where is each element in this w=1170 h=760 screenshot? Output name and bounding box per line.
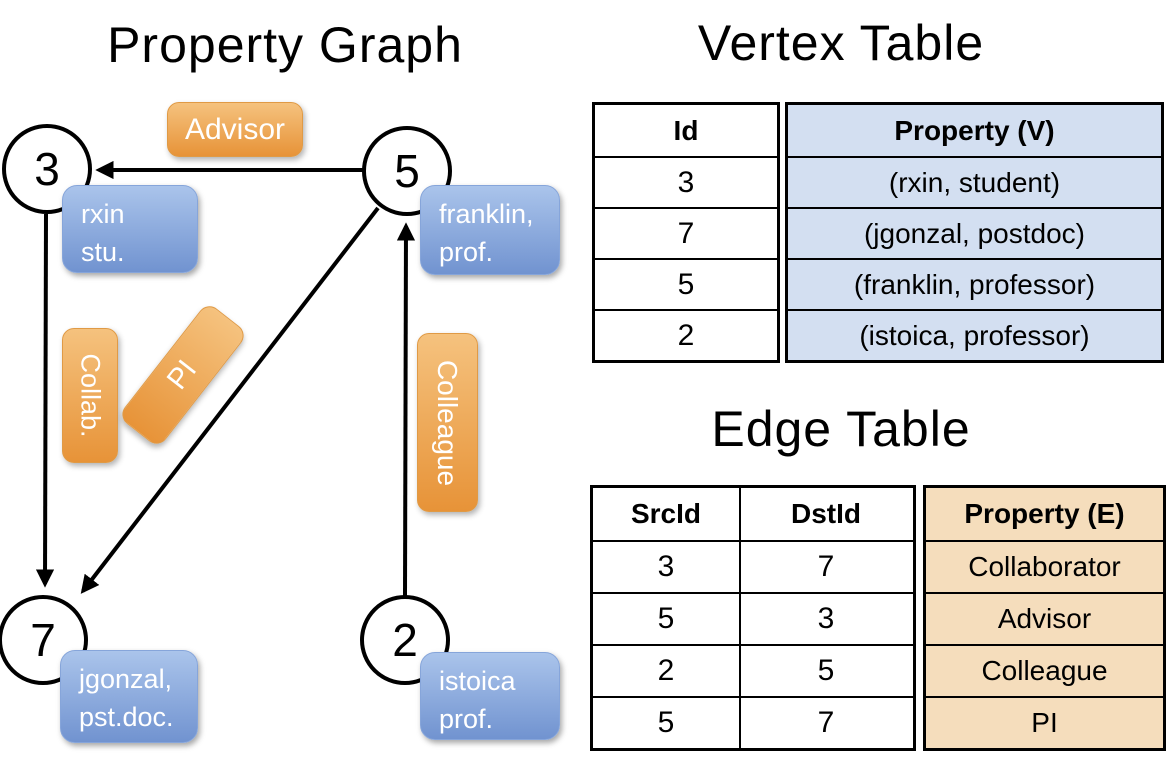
edge-table-cell-dstid: 7 <box>817 550 835 583</box>
edge-table-header-row: SrcId DstId <box>593 488 913 540</box>
edge-table-cell-dstid: 3 <box>817 602 835 635</box>
vertex-property-box-rxin: rxin stu. <box>62 185 198 273</box>
vertex-property-box-franklin: franklin, prof. <box>420 185 560 275</box>
edge-label-colleague-text: Colleague <box>432 359 464 486</box>
edge-table-header-dstid: DstId <box>791 498 861 529</box>
vertex-property-box-istoica-line1: istoica <box>439 666 516 696</box>
edge-table-header-property: Property (E) <box>926 488 1163 540</box>
vertex-table-cell-property: (jgonzal, postdoc) <box>788 207 1161 258</box>
edge-table-row: 2 5 <box>593 644 913 696</box>
vertex-node-5-id: 5 <box>394 145 420 197</box>
property-graph-title: Property Graph <box>107 17 463 73</box>
edge-table-cell-property: Collaborator <box>926 540 1163 592</box>
edge-label-advisor-text: Advisor <box>184 112 286 146</box>
edge-table-cell-srcid: 5 <box>593 698 741 748</box>
edge-table-property-column: Property (E) Collaborator Advisor Collea… <box>923 485 1166 751</box>
vertex-property-box-istoica-line2: prof. <box>439 704 494 735</box>
edge-label-colleague: Colleague <box>417 333 478 512</box>
edge-colleague-2-to-5 <box>396 222 416 597</box>
vertex-property-box-jgonzal-line1: jgonzal, <box>79 664 173 694</box>
vertex-table-cell-id: 5 <box>595 258 777 309</box>
edge-table-cell-srcid: 2 <box>593 646 741 696</box>
vertex-table-cell-id: 7 <box>595 207 777 258</box>
vertex-table-cell-property: (rxin, student) <box>788 156 1161 207</box>
vertex-node-2-id: 2 <box>392 614 418 666</box>
vertex-table-title: Vertex Table <box>697 15 985 71</box>
edge-table-cell-property: Colleague <box>926 644 1163 696</box>
edge-table-cell-property: PI <box>926 696 1163 748</box>
vertex-table-id-column: Id 3 7 5 2 <box>592 102 780 363</box>
edge-table-cell-srcid: 5 <box>593 594 741 644</box>
edge-table-cell-dstid: 5 <box>817 654 835 687</box>
edge-table-row: 5 3 <box>593 592 913 644</box>
vertex-node-5: 5 <box>362 126 452 216</box>
edge-table-title: Edge Table <box>711 401 971 457</box>
edge-label-advisor: Advisor <box>167 102 303 157</box>
edge-table-cell-srcid: 3 <box>593 542 741 592</box>
edge-table: SrcId DstId 3 7 5 3 2 5 5 7 Property (E)… <box>590 485 1166 751</box>
vertex-table-cell-id: 2 <box>595 309 777 360</box>
vertex-property-box-rxin-line1: rxin <box>81 199 125 229</box>
vertex-table-header-id: Id <box>673 114 699 146</box>
vertex-node-3-id: 3 <box>34 143 60 195</box>
vertex-property-box-istoica: istoica prof. <box>420 652 560 740</box>
vertex-table-cell-property: (franklin, professor) <box>788 258 1161 309</box>
vertex-property-box-jgonzal: jgonzal, pst.doc. <box>60 650 198 743</box>
edge-label-collaborator-text: Collab. <box>75 353 106 438</box>
vertex-property-box-franklin-line1: franklin, <box>439 199 534 229</box>
edge-table-row: 3 7 <box>593 540 913 592</box>
edge-label-pi-text: PI <box>161 354 204 396</box>
vertex-table: Id 3 7 5 2 Property (V) (rxin, student) … <box>592 102 1164 363</box>
vertex-node-7-id: 7 <box>30 614 56 666</box>
edge-table-header-srcid: SrcId <box>593 488 741 540</box>
vertex-table-header-property: Property (V) <box>788 105 1161 156</box>
edge-label-pi: PI <box>117 301 249 449</box>
vertex-table-property-column: Property (V) (rxin, student) (jgonzal, p… <box>785 102 1164 363</box>
edge-collaborator-3-to-7 <box>35 213 55 588</box>
edge-label-collaborator: Collab. <box>62 328 118 463</box>
edge-table-cell-property: Advisor <box>926 592 1163 644</box>
edge-table-id-columns: SrcId DstId 3 7 5 3 2 5 5 7 <box>590 485 916 751</box>
vertex-table-cell-id: 3 <box>595 156 777 207</box>
vertex-property-box-franklin-line2: prof. <box>439 237 494 268</box>
vertex-property-box-jgonzal-line2: pst.doc. <box>79 702 174 733</box>
vertex-table-cell-property: (istoica, professor) <box>788 309 1161 360</box>
edge-table-cell-dstid: 7 <box>817 706 835 739</box>
vertex-property-box-rxin-line2: stu. <box>81 237 125 268</box>
vertex-node-3: 3 <box>2 124 92 214</box>
edge-table-row: 5 7 <box>593 696 913 748</box>
